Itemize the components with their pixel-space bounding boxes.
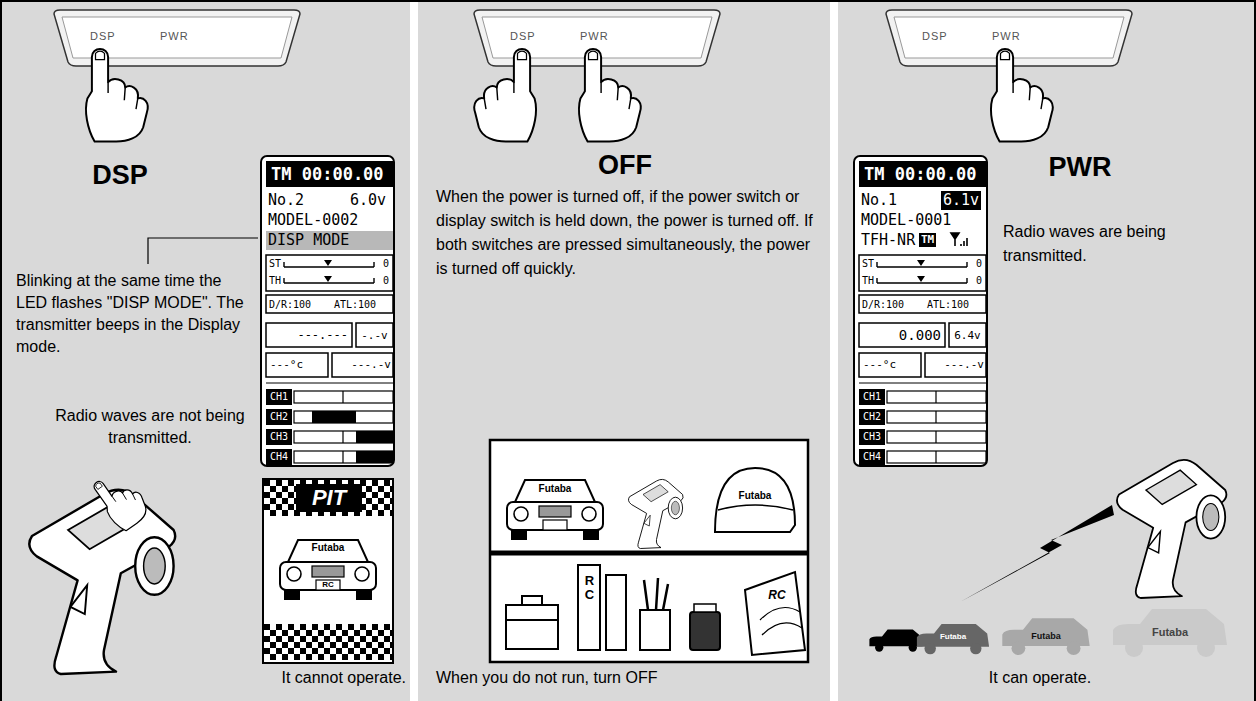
lcd-text: ST <box>862 257 874 270</box>
lcd-text: ---°c <box>270 358 324 372</box>
brand-label: Futaba <box>525 483 585 495</box>
switch-label: DSP <box>510 29 536 43</box>
lcd-text: No.1 <box>861 191 897 210</box>
lcd-text: CH4 <box>266 449 292 465</box>
lcd-text: CH2 <box>266 409 292 425</box>
lcd-screen: TM 00:00.00No.1 6.1vMODEL-0001TFH-NR TM ST 0… <box>853 155 988 467</box>
brand-label: RC <box>583 574 596 603</box>
lcd-text: CH2 <box>859 409 885 425</box>
lcd-text: No.2 <box>268 191 304 210</box>
lcd-text: TFH-NR <box>861 231 915 250</box>
brand-label: Futaba <box>1021 631 1071 642</box>
mode-heading: OFF <box>560 148 690 182</box>
mode-heading: DSP <box>60 158 180 192</box>
lcd-text: CH1 <box>859 389 885 405</box>
brand-label: RC <box>763 588 791 603</box>
lcd-text: 0 <box>976 274 982 287</box>
lcd-text: 6.4v <box>951 329 984 343</box>
note-text: When the power is turned off, if the pow… <box>436 185 822 281</box>
switch-label: PWR <box>992 29 1021 43</box>
lcd-text: ---.-v <box>927 358 984 372</box>
lcd-text: 0.000 <box>863 326 941 344</box>
switch-label: PWR <box>160 29 189 43</box>
switch-label: DSP <box>922 29 948 43</box>
lcd-text: ATL:100 <box>927 298 969 311</box>
lcd-text: TH <box>862 274 874 287</box>
lcd-text: TH <box>269 274 281 287</box>
note-text: Blinking at the same time the LED flashe… <box>16 270 254 358</box>
brand-label: RC <box>316 580 340 590</box>
lcd-text: 0 <box>976 257 982 270</box>
brand-label: Futaba <box>1140 626 1200 639</box>
lcd-text: ---.--- <box>270 328 348 343</box>
switch-label: DSP <box>90 29 116 43</box>
lcd-text: ---°c <box>863 358 917 372</box>
lcd-text: ATL:100 <box>334 298 376 311</box>
note-text: It cannot operate. <box>200 668 406 688</box>
lcd-text: -.-v <box>358 329 391 343</box>
mode-heading: PWR <box>1005 150 1155 184</box>
lcd-text: ---.-v <box>334 358 391 372</box>
lcd-text: CH4 <box>859 449 885 465</box>
brand-label: Futaba <box>298 542 358 554</box>
lcd-text: CH3 <box>859 429 885 445</box>
switch-label: PWR <box>580 29 609 43</box>
lcd-text: MODEL-0001 <box>861 211 951 230</box>
brand-label: Futaba <box>728 490 782 502</box>
lcd-text: CH1 <box>266 389 292 405</box>
lcd-text: TM 00:00.00 <box>859 161 986 187</box>
note-text: When you do not run, turn OFF <box>436 668 826 688</box>
lcd-text: DISP MODE <box>266 231 393 250</box>
note-text: It can operate. <box>960 668 1120 688</box>
lcd-text: 0 <box>383 274 389 287</box>
lcd-text: TM 00:00.00 <box>266 161 393 187</box>
switch-panel: DSP PWR <box>48 8 306 68</box>
brand-label: Futaba <box>930 632 976 642</box>
note-text: Radio waves are not being transmitted. <box>40 405 260 449</box>
lcd-text: 0 <box>383 257 389 270</box>
lcd-text: ST <box>269 257 281 270</box>
lcd-text: TM <box>919 233 936 247</box>
lcd-text: 6.1v <box>941 191 981 210</box>
lcd-text: CH3 <box>266 429 292 445</box>
mode-panel: DSP Blinking at the same time the LED fla… <box>2 2 410 701</box>
lcd-text: D/R:100 <box>862 298 904 311</box>
lcd-text: D/R:100 <box>269 298 311 311</box>
sign-text: PIT <box>296 484 362 512</box>
lcd-text: 6.0v <box>350 191 386 210</box>
lcd-text: MODEL-0002 <box>268 211 358 230</box>
note-text: Radio waves are being transmitted. <box>1003 220 1225 268</box>
